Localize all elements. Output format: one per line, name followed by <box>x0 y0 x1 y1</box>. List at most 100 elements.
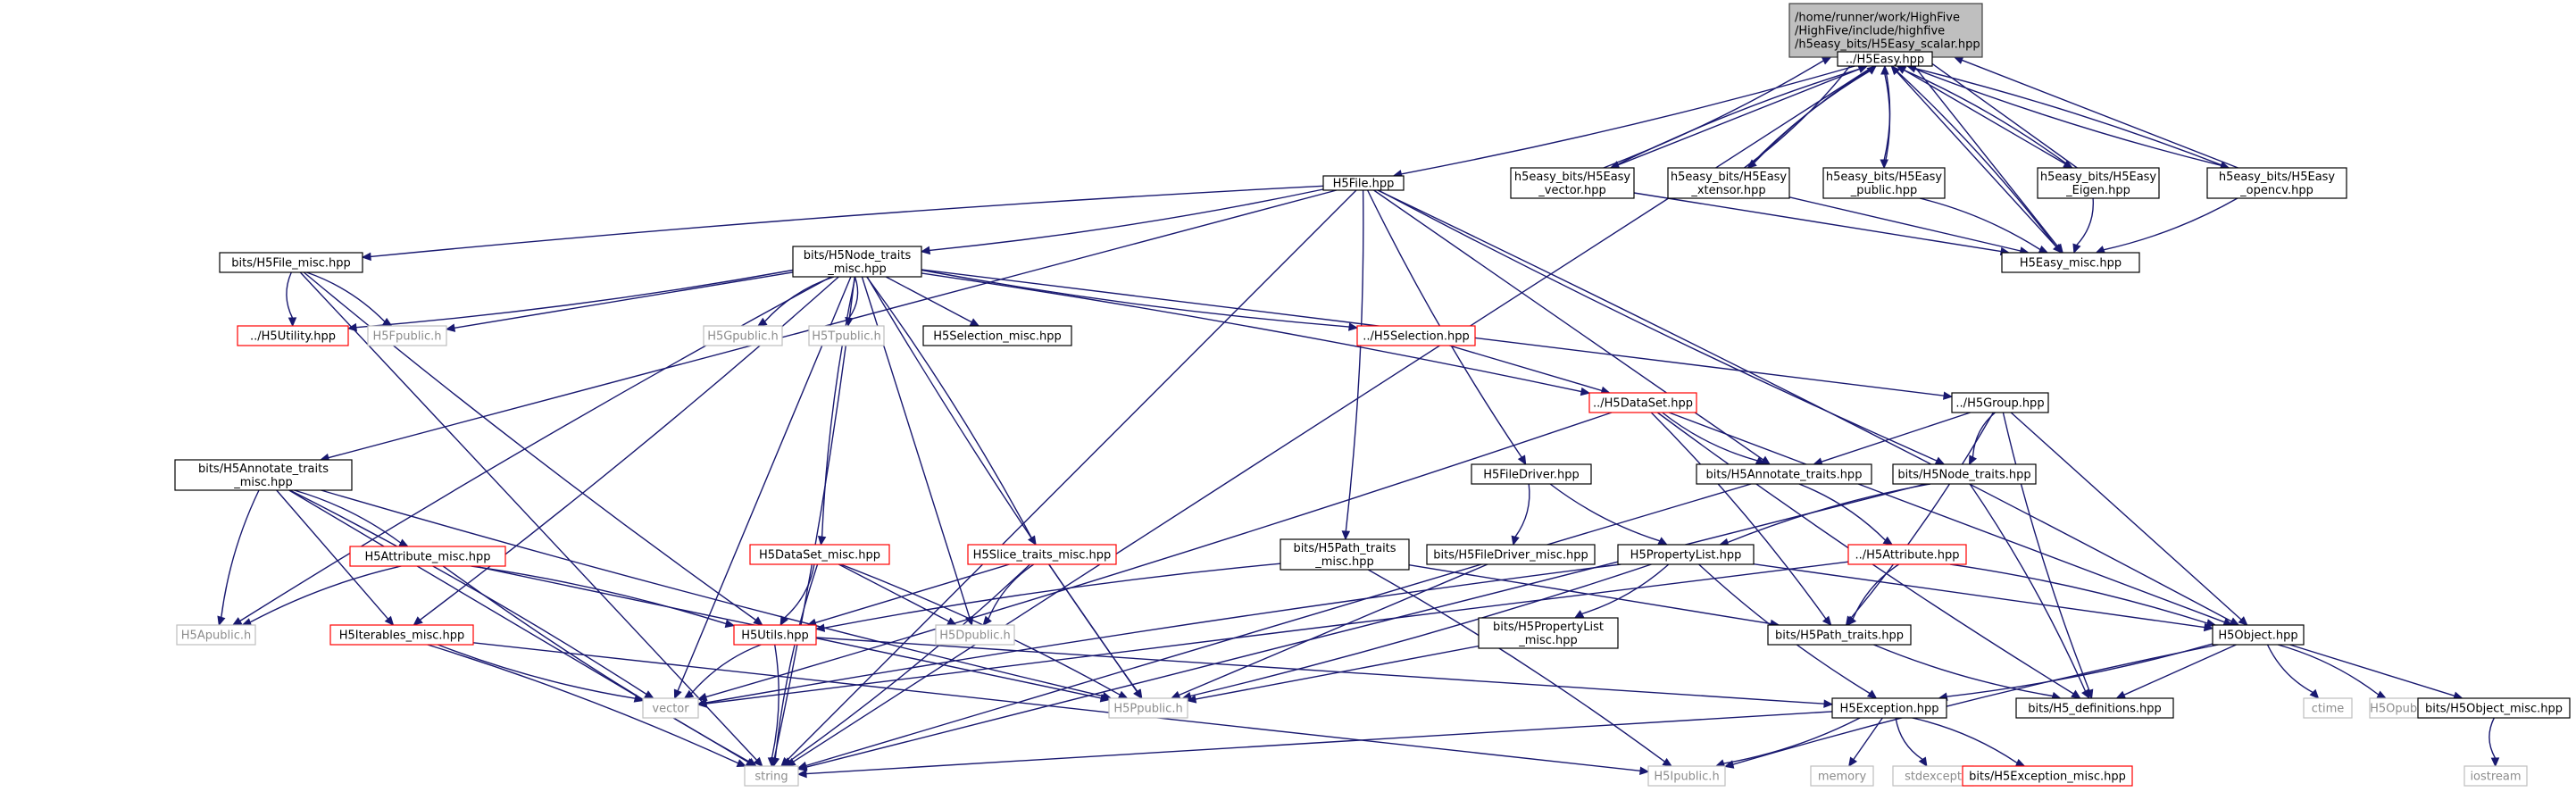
node-proplist[interactable]: H5PropertyList.hpp <box>1617 544 1755 565</box>
node-label-easy_misc: H5Easy_misc.hpp <box>2020 257 2122 271</box>
node-node_traits[interactable]: bits/H5Node_traits.hpp <box>1892 463 2037 485</box>
node-label-ev_opencv: _opencv.hpp <box>2239 184 2313 197</box>
node-definitions[interactable]: bits/H5_definitions.hpp <box>2015 697 2174 719</box>
node-exception[interactable]: H5Exception.hpp <box>1831 697 1947 719</box>
node-box-ev_xtensor <box>1667 167 1790 199</box>
node-utility[interactable]: ../H5Utility.hpp <box>237 325 349 346</box>
node-h5easy[interactable]: ../H5Easy.hpp <box>1837 51 1933 67</box>
edge-utils-to-exception <box>815 637 1825 704</box>
node-label-gpublic: H5Gpublic.h <box>707 330 779 344</box>
node-filedriver[interactable]: H5FileDriver.hpp <box>1471 463 1592 485</box>
edge-proplist-to-vector <box>705 563 1621 704</box>
arrowhead-ev_public-to-h5easy <box>1880 64 1889 75</box>
node-label-vector: vector <box>652 703 689 716</box>
edge-annot_tmisc-to-attr_misc <box>294 489 402 544</box>
edge-group-to-annot_traits <box>1821 412 1971 463</box>
arrowhead-node_tmisc-to-utility <box>346 322 357 332</box>
edge-ev_eigen-to-root <box>1929 61 2078 169</box>
edge-annot_tmisc-to-apublic <box>221 489 260 618</box>
node-object[interactable]: H5Object.hpp <box>2212 624 2305 646</box>
edge-dataset_misc-to-utils <box>784 563 815 619</box>
node-root[interactable]: /home/runner/work/HighFive/HighFive/incl… <box>1788 3 1983 58</box>
node-fpublic: H5Fpublic.h <box>367 325 447 346</box>
arrowhead-dataset_misc-to-utils <box>779 615 788 627</box>
node-ev_opencv[interactable]: h5easy_bits/H5Easy_opencv.hpp <box>2206 167 2347 199</box>
edge-node_tmisc-to-utility <box>355 269 794 329</box>
edge-ev_public-to-h5easy <box>1883 73 1891 169</box>
node-label-file_misc: bits/H5File_misc.hpp <box>231 257 351 271</box>
edge-object-to-ipublic <box>1732 644 2219 765</box>
node-label-ppublic: H5Ppublic.h <box>1113 703 1182 716</box>
node-selection[interactable]: ../H5Selection.hpp <box>1356 325 1476 346</box>
node-ev_public[interactable]: h5easy_bits/H5Easy_public.hpp <box>1822 167 1946 199</box>
node-box-ipublic <box>1647 765 1726 787</box>
node-label-attr_misc: H5Attribute_misc.hpp <box>364 551 490 564</box>
edge-h5easy-to-easy_misc <box>1890 65 2057 247</box>
node-box-file_misc <box>219 252 363 273</box>
edge-attr_misc-to-apublic <box>249 565 402 623</box>
arrowhead-utils-to-exception <box>1823 699 1834 708</box>
edge-plist_misc-to-ppublic <box>1195 645 1480 700</box>
node-h5file[interactable]: H5File.hpp <box>1322 175 1405 191</box>
node-box-definitions <box>2015 697 2174 719</box>
node-node_tmisc[interactable]: bits/H5Node_traits_misc.hpp <box>792 246 922 278</box>
node-slice_misc[interactable]: H5Slice_traits_misc.hpp <box>967 544 1117 565</box>
node-sel_misc[interactable]: H5Selection_misc.hpp <box>922 325 1072 346</box>
arrowhead-proplist-to-exception <box>1866 689 1878 699</box>
node-path_tmisc[interactable]: bits/H5Path_traits_misc.hpp <box>1280 538 1410 571</box>
node-fdriver_misc[interactable]: bits/H5FileDriver_misc.hpp <box>1426 544 1596 565</box>
node-annot_tmisc[interactable]: bits/H5Annotate_traits_misc.hpp <box>174 459 353 491</box>
node-utils[interactable]: H5Utils.hpp <box>733 624 817 646</box>
node-annot_traits[interactable]: bits/H5Annotate_traits.hpp <box>1696 463 1872 485</box>
node-obj_misc[interactable]: bits/H5Object_misc.hpp <box>2417 697 2571 719</box>
node-exc_misc[interactable]: bits/H5Exception_misc.hpp <box>1962 765 2133 787</box>
node-box-h5easy <box>1837 51 1933 67</box>
arrowhead-node_tmisc-to-vector <box>673 688 682 700</box>
edge-h5file-to-annot_traits <box>1373 189 1764 461</box>
node-path_traits[interactable]: bits/H5Path_traits.hpp <box>1767 624 1912 646</box>
node-label-ev_vector: h5easy_bits/H5Easy <box>1514 171 1631 184</box>
node-box-ev_vector <box>1510 167 1635 199</box>
edge-file_misc-to-string <box>299 271 758 761</box>
node-dataset[interactable]: ../H5DataSet.hpp <box>1588 392 1697 413</box>
edge-ev_opencv-to-h5easy <box>1914 68 2230 169</box>
arrowhead-annot_tmisc-to-attr_misc <box>398 538 409 547</box>
arrowhead-annot_traits-to-attribute <box>1882 536 1894 546</box>
edge-annot_traits-to-string <box>805 483 1752 767</box>
node-ev_vector[interactable]: h5easy_bits/H5Easy_vector.hpp <box>1510 167 1635 199</box>
node-group[interactable]: ../H5Group.hpp <box>1951 392 2049 413</box>
node-box-memory <box>1810 765 1874 787</box>
node-box-ev_public <box>1822 167 1946 199</box>
arrowhead-node_tmisc-to-dataset_misc <box>817 536 827 546</box>
node-dataset_misc[interactable]: H5DataSet_misc.hpp <box>749 544 890 565</box>
edge-exception-to-ipublic <box>1723 717 1861 764</box>
edge-easy_misc-to-h5easy <box>1896 71 2063 254</box>
node-iostream: iostream <box>2463 765 2528 787</box>
edge-attribute-to-path_traits <box>1852 563 1900 620</box>
edge-proplist-to-plist_misc <box>1581 563 1670 615</box>
arrowhead-node_traits-to-definitions <box>2081 688 2090 700</box>
node-label-sel_misc: H5Selection_misc.hpp <box>933 330 1062 344</box>
arrowhead-iter_misc-to-string <box>736 759 747 768</box>
node-memory: memory <box>1810 765 1874 787</box>
node-ev_xtensor[interactable]: h5easy_bits/H5Easy_xtensor.hpp <box>1667 167 1790 199</box>
node-attr_misc[interactable]: H5Attribute_misc.hpp <box>349 546 506 567</box>
edge-obj_misc-to-iostream <box>2488 717 2497 759</box>
file-nodes: /home/runner/work/HighFive/HighFive/incl… <box>174 3 2571 787</box>
edge-ev_public-to-easy_misc <box>1919 197 2041 251</box>
node-easy_misc[interactable]: H5Easy_misc.hpp <box>2001 252 2140 273</box>
node-iter_misc[interactable]: H5Iterables_misc.hpp <box>329 624 474 646</box>
edge-group-to-node_traits <box>1972 412 1996 458</box>
arrowhead-utils-to-vector <box>683 689 695 699</box>
node-ev_eigen[interactable]: h5easy_bits/H5Easy_Eigen.hpp <box>2037 167 2160 199</box>
node-file_misc[interactable]: bits/H5File_misc.hpp <box>219 252 363 273</box>
arrowhead-attr_misc-to-utils <box>724 619 736 629</box>
node-label-plist_misc: _misc.hpp <box>1518 634 1578 647</box>
node-plist_misc[interactable]: bits/H5PropertyList_misc.hpp <box>1478 617 1619 649</box>
node-box-utils <box>733 624 817 646</box>
node-box-fdriver_misc <box>1426 544 1596 565</box>
node-attribute[interactable]: ../H5Attribute.hpp <box>1847 544 1967 565</box>
edge-exception-to-string <box>805 711 1833 775</box>
node-box-attribute <box>1847 544 1967 565</box>
node-label-ipublic: H5Ipublic.h <box>1654 771 1719 784</box>
